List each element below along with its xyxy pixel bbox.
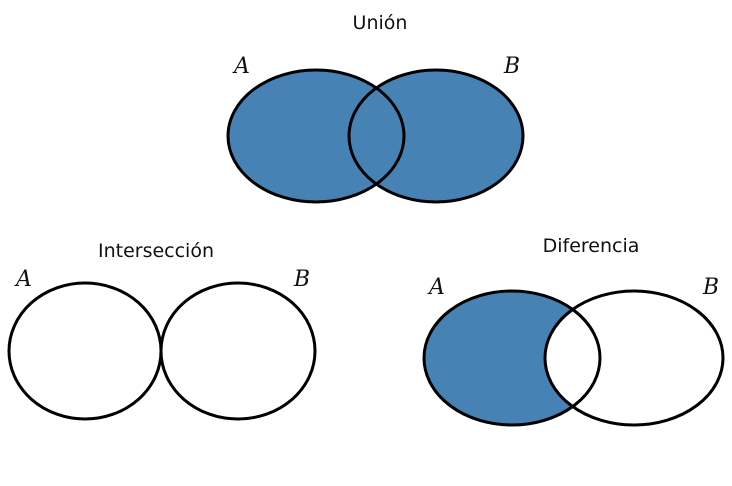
intersection-set-b-label: B — [293, 267, 310, 292]
difference-set-b-label: B — [702, 275, 719, 300]
intersection-set-a-circle — [7, 281, 163, 421]
difference-diagram: Diferencia A B — [422, 235, 725, 427]
intersection-set-b-circle — [159, 281, 317, 421]
union-set-b-circle — [347, 68, 525, 204]
difference-title: Diferencia — [543, 235, 640, 257]
union-set-a-circle — [226, 68, 406, 204]
union-title: Unión — [353, 12, 408, 34]
union-set-a-label: A — [232, 54, 250, 79]
union-diagram: Unión A B — [226, 12, 525, 204]
difference-set-b-circle — [543, 289, 725, 427]
difference-set-a-circle — [422, 289, 602, 427]
intersection-title: Intersección — [98, 240, 214, 262]
intersection-set-a-label: A — [14, 267, 32, 292]
intersection-diagram: Intersección A B — [7, 240, 317, 421]
difference-set-a-label: A — [427, 275, 445, 300]
union-set-b-label: B — [503, 54, 520, 79]
